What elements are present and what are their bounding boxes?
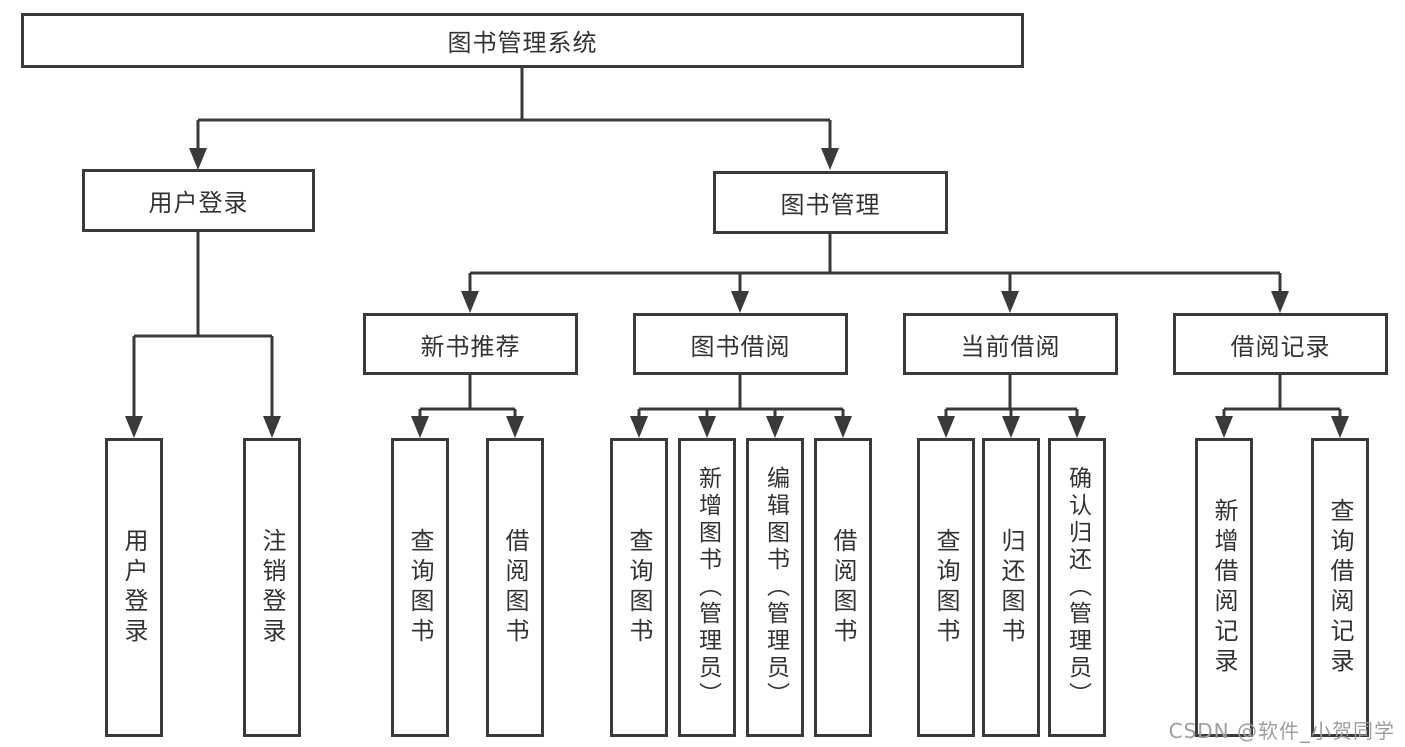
leaf-label: 查询图书 [625,527,653,648]
leaf-logout: 注销登录 [243,438,301,737]
node-label: 借阅记录 [1230,332,1331,361]
leaf-label: 新增图书（管理员） [694,466,721,709]
leaf-return-books: 归还图书 [982,438,1040,737]
node-book-management: 图书管理 [713,171,948,234]
leaf-label: 新增借阅记录 [1210,497,1238,678]
leaf-edit-books-admin: 编辑图书（管理员） [746,438,804,737]
leaf-label: 借阅图书 [829,527,857,648]
leaf-label: 查询图书 [406,527,434,648]
leaf-query-books: 查询图书 [610,438,668,737]
node-user-login: 用户登录 [82,169,315,232]
leaf-label: 归还图书 [997,527,1025,648]
node-label: 图书管理 [780,191,881,219]
leaf-borrow-books: 借阅图书 [486,438,544,737]
node-label: 新书推荐 [420,332,521,361]
node-new-book-recommendation: 新书推荐 [363,313,578,375]
node-library-management-system: 图书管理系统 [21,13,1024,68]
node-label: 当前借阅 [960,332,1061,361]
node-label: 用户登录 [148,189,249,217]
node-current-borrowing: 当前借阅 [903,313,1118,375]
node-borrowing-records: 借阅记录 [1173,313,1388,375]
node-label: 图书管理系统 [447,29,598,57]
leaf-label: 注销登录 [258,527,286,648]
leaf-add-books-admin: 新增图书（管理员） [678,438,736,737]
node-book-borrowing: 图书借阅 [633,313,848,375]
leaf-label: 编辑图书（管理员） [762,466,789,709]
leaf-label: 借阅图书 [501,527,529,648]
leaf-label: 查询借阅记录 [1326,497,1354,678]
leaf-confirm-return-admin: 确认归还（管理员） [1048,438,1106,737]
leaf-query-books: 查询图书 [391,438,449,737]
leaf-label: 查询图书 [932,527,960,648]
arrowheads [125,148,1349,438]
leaf-user-login: 用户登录 [105,438,163,737]
leaf-label: 用户登录 [120,527,148,648]
leaf-label: 确认归还（管理员） [1064,466,1091,709]
leaf-query-books: 查询图书 [917,438,975,737]
leaf-query-borrow-record: 查询借阅记录 [1311,438,1369,737]
node-label: 图书借阅 [690,332,791,361]
leaf-borrow-books: 借阅图书 [814,438,872,737]
leaf-add-borrow-record: 新增借阅记录 [1195,438,1253,737]
